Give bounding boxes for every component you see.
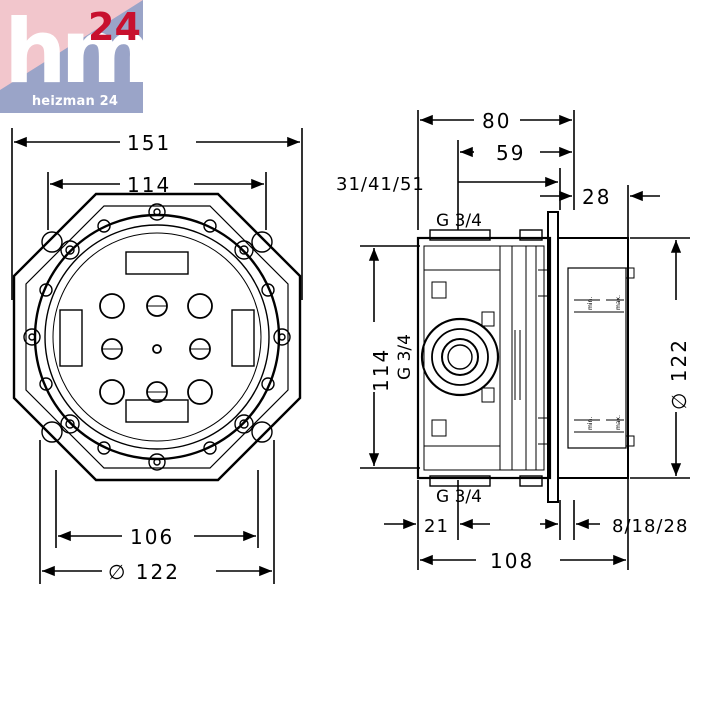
- dim-side-height: 114: [369, 348, 393, 392]
- dim-side-depth-range: 31/41/51: [336, 174, 425, 195]
- dim-side-108: 108: [490, 549, 534, 573]
- dim-side-59: 59: [496, 141, 525, 165]
- connection-side-label: G 3/4: [395, 334, 415, 380]
- dim-front-diameter: ∅ 122: [108, 560, 180, 584]
- scale-min-lower: min.: [587, 417, 594, 430]
- logo-number: 24: [88, 5, 141, 49]
- dim-front-bottom-inner: 106: [130, 525, 174, 549]
- scale-max-upper: max.: [615, 295, 622, 310]
- scale-max-lower: max.: [615, 415, 622, 430]
- dim-front-overall: 151: [127, 131, 171, 155]
- dim-side-plate-range: 8/18/28: [612, 516, 688, 537]
- connection-bottom-label: G 3/4: [436, 487, 482, 507]
- connection-top-label: G 3/4: [436, 211, 482, 231]
- dim-front-inner: 114: [127, 173, 171, 197]
- logo-mark: hm: [4, 0, 143, 103]
- dim-side-28: 28: [582, 185, 611, 209]
- brand-logo: hm 24 heizman 24: [0, 0, 152, 113]
- front-view: [11, 128, 303, 584]
- logo-graphic: hm 24: [0, 0, 152, 113]
- dim-side-21: 21: [424, 516, 449, 537]
- scale-min-upper: min.: [587, 297, 594, 310]
- logo-brand-text: heizman 24: [31, 94, 119, 109]
- side-view: [360, 110, 690, 570]
- dim-side-80: 80: [482, 109, 511, 133]
- dim-side-diameter: ∅ 122: [667, 338, 691, 410]
